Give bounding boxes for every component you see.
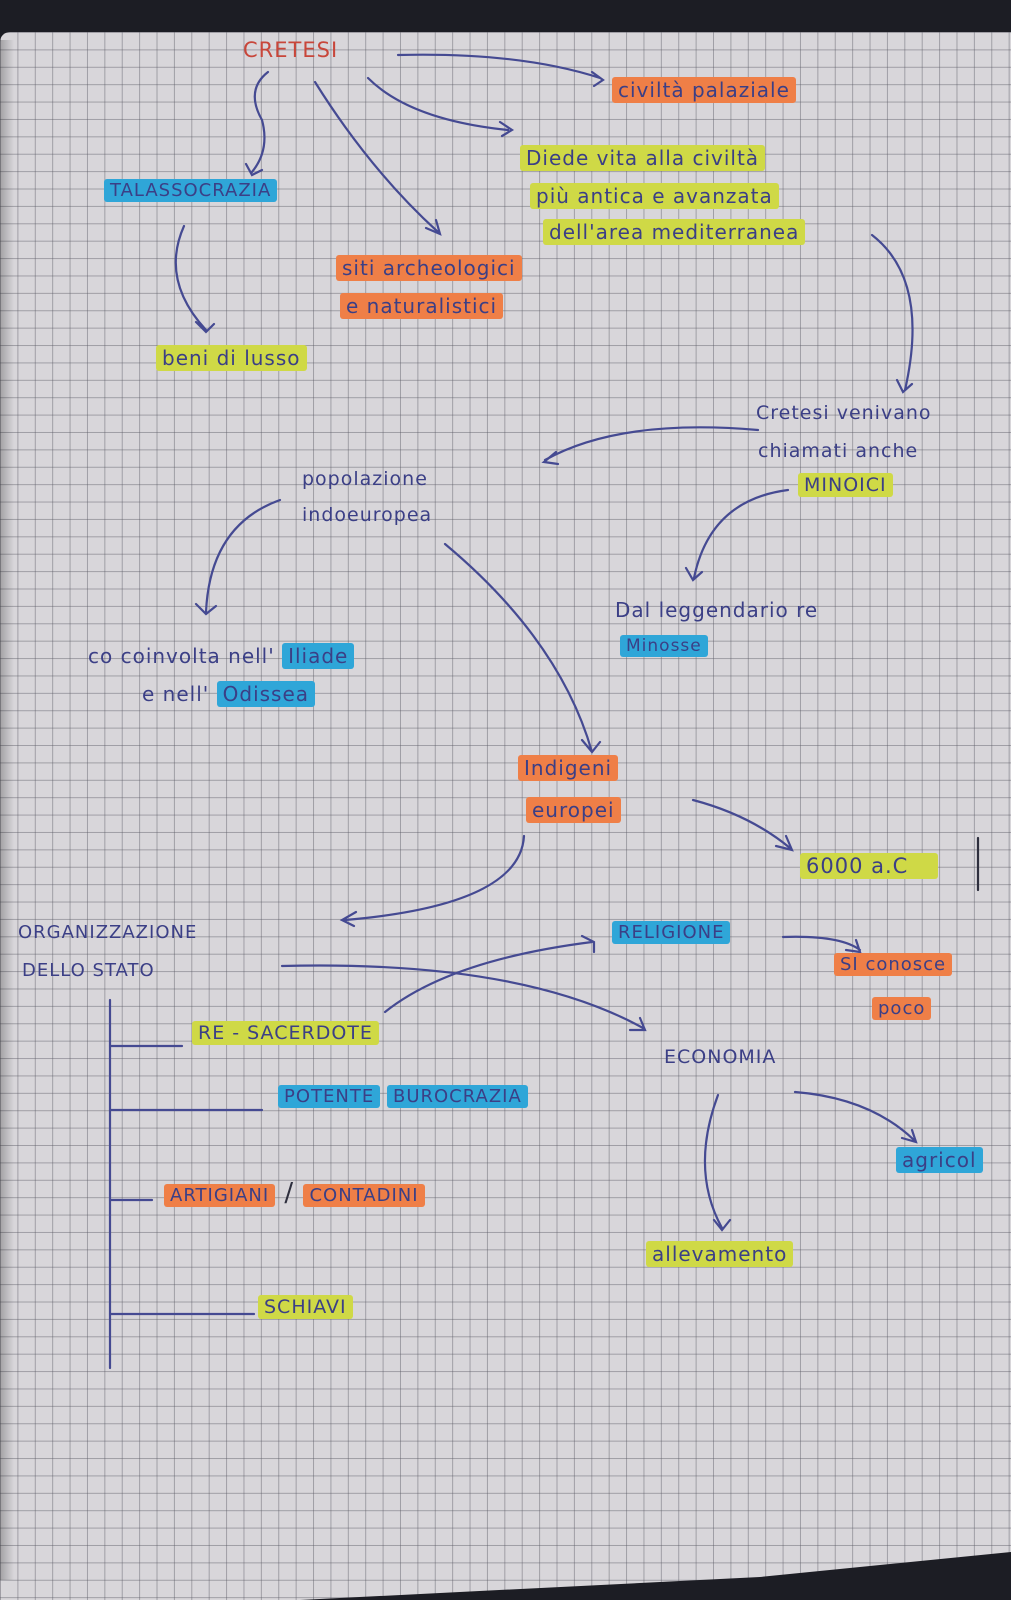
- node-diede-vita-line2: più antica e avanzata: [530, 183, 779, 209]
- text: beni di lusso: [156, 345, 307, 371]
- text: MINOICI: [798, 473, 893, 497]
- node-minosse-line1: Dal leggendario re: [615, 598, 819, 622]
- highlight-orange: civiltà palaziale: [612, 77, 796, 103]
- text: ARTIGIANI: [164, 1184, 276, 1207]
- text: europei: [526, 797, 621, 823]
- node-popolazione-line1: popolazione: [302, 468, 428, 490]
- node-diede-vita-line3: dell'area mediterranea: [543, 219, 806, 245]
- text: SI conosce: [834, 953, 953, 976]
- notebook-spine-shadow: [0, 40, 14, 1580]
- node-re-sacerdote: RE - SACERDOTE: [192, 1021, 379, 1045]
- text: Indigeni: [518, 755, 619, 781]
- text-prefix: co: [88, 644, 114, 668]
- node-si-conosce: SI conosce: [834, 953, 953, 976]
- node-poco: poco: [872, 997, 932, 1020]
- node-minoici-line1: Cretesi venivano: [756, 402, 932, 424]
- highlight-iliade: Iliade: [282, 643, 355, 669]
- text: e naturalistici: [340, 293, 504, 319]
- node-talassocrazia: TALASSOCRAZIA: [104, 179, 278, 202]
- node-artigiani-contadini: ARTIGIANI / CONTADINI: [164, 1180, 425, 1207]
- node-civilta-palaziale: civiltà palaziale: [612, 77, 796, 103]
- node-religione: RELIGIONE: [612, 921, 731, 944]
- node-siti-line2: e naturalistici: [340, 293, 504, 319]
- node-minosse-line2: Minosse: [620, 635, 708, 657]
- text: POTENTE: [278, 1085, 381, 1108]
- text: RE - SACERDOTE: [192, 1021, 379, 1045]
- node-minoici-line3: MINOICI: [798, 473, 893, 497]
- node-beni-lusso: beni di lusso: [156, 345, 307, 371]
- node-organizzazione-line1: ORGANIZZAZIONE: [18, 922, 198, 943]
- node-allevamento: allevamento: [646, 1241, 794, 1267]
- text: dell'area mediterranea: [543, 219, 806, 245]
- root-node-cretesi: CRETESI: [243, 38, 339, 62]
- node-siti-line1: siti archeologici: [336, 255, 522, 281]
- text: SCHIAVI: [258, 1295, 353, 1319]
- text: più antica e avanzata: [530, 183, 779, 209]
- node-indoeuropei-line1: Indigeni: [518, 755, 619, 781]
- text: coinvolta nell': [120, 644, 275, 668]
- text: CONTADINI: [303, 1184, 425, 1207]
- text: 6000 a.C: [800, 853, 939, 879]
- text: Diede vita alla civiltà: [520, 145, 766, 171]
- node-economia: ECONOMIA: [664, 1046, 777, 1068]
- text: allevamento: [646, 1241, 794, 1267]
- text: e nell': [142, 682, 210, 706]
- text: siti archeologici: [336, 255, 522, 281]
- text: RELIGIONE: [612, 921, 731, 944]
- node-potente-burocrazia: POTENTE BUROCRAZIA: [278, 1085, 528, 1108]
- highlight-odissea: Odissea: [216, 681, 316, 707]
- notebook-page: [0, 32, 1011, 1600]
- node-iliade-line: co coinvolta nell' Iliade: [88, 643, 355, 669]
- node-date: 6000 a.C: [800, 853, 939, 879]
- node-organizzazione-line2: DELLO STATO: [22, 960, 155, 981]
- node-indoeuropei-line2: europei: [526, 797, 621, 823]
- node-odissea-line: e nell' Odissea: [142, 681, 316, 707]
- text: agricol: [896, 1147, 983, 1173]
- node-schiavi: SCHIAVI: [258, 1295, 353, 1319]
- text: BUROCRAZIA: [386, 1085, 528, 1108]
- text: Minosse: [620, 635, 708, 657]
- node-diede-vita-line1: Diede vita alla civiltà: [520, 145, 766, 171]
- text: TALASSOCRAZIA: [104, 179, 278, 202]
- text: poco: [872, 997, 932, 1020]
- node-agricoltura: agricol: [896, 1147, 983, 1173]
- node-minoici-line2: chiamati anche: [758, 440, 919, 462]
- node-popolazione-line2: indoeuropea: [302, 504, 433, 526]
